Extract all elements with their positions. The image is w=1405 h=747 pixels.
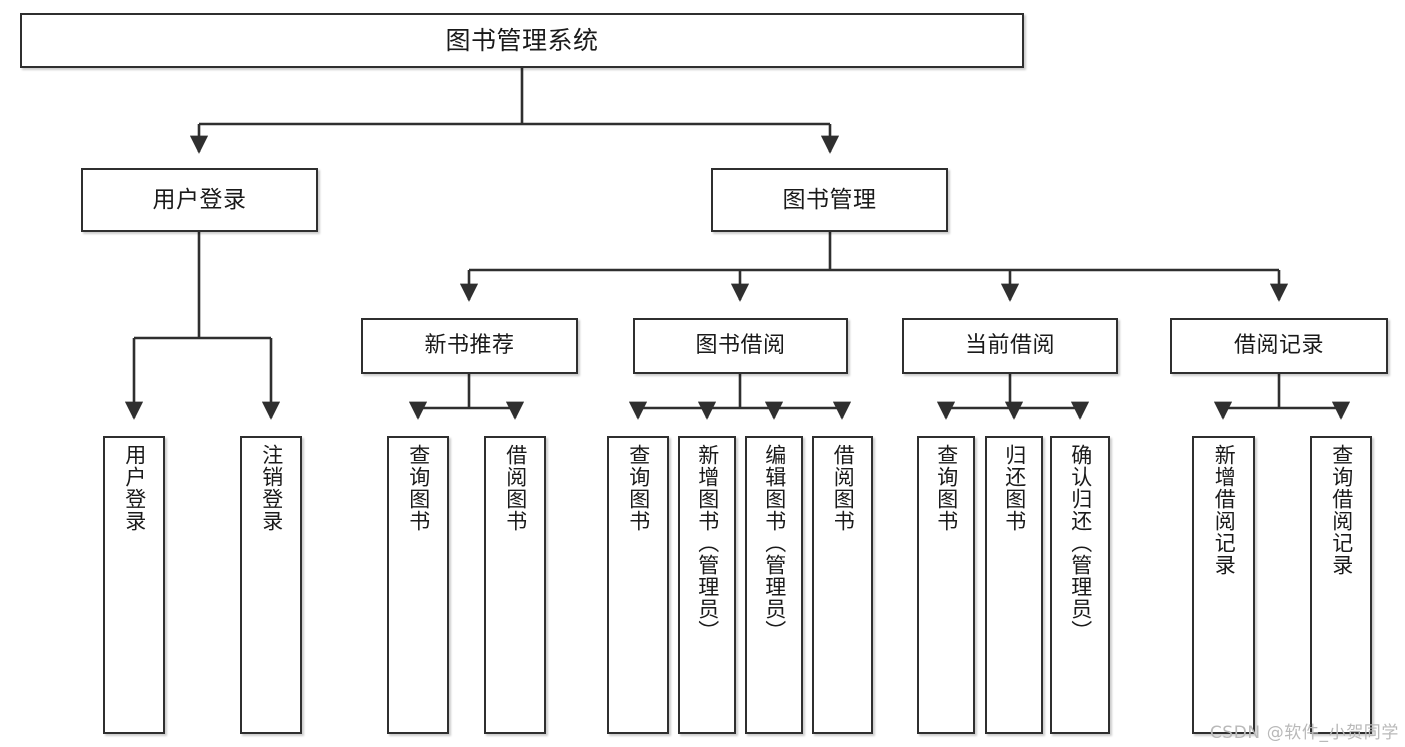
leaf-query-book-borrow-label: 查询图书	[626, 444, 651, 532]
node-new-book-recommend-label: 新书推荐	[424, 333, 515, 359]
connector-login-bus	[134, 232, 271, 418]
connector-borrow-bus	[638, 374, 842, 418]
leaf-confirm-return-admin[interactable]: 确认归还（管理员）	[1050, 436, 1110, 734]
leaf-borrow-book-newbook[interactable]: 借阅图书	[484, 436, 546, 734]
leaf-query-borrow-record[interactable]: 查询借阅记录	[1310, 436, 1372, 734]
leaf-user-logout-label: 注销登录	[259, 444, 284, 532]
node-book-borrow-label: 图书借阅	[695, 333, 786, 359]
node-book-management[interactable]: 图书管理	[711, 168, 948, 232]
leaf-borrow-book[interactable]: 借阅图书	[812, 436, 873, 734]
leaf-query-book-newbook-label: 查询图书	[406, 444, 431, 532]
node-borrow-records-label: 借阅记录	[1233, 333, 1324, 359]
node-current-borrow[interactable]: 当前借阅	[902, 318, 1118, 374]
node-current-borrow-label: 当前借阅	[964, 333, 1055, 359]
connector-records-bus	[1223, 374, 1341, 418]
node-user-login[interactable]: 用户登录	[81, 168, 318, 232]
watermark: CSDN @软件_小贺同学	[1209, 723, 1399, 743]
leaf-add-borrow-record-label: 新增借阅记录	[1212, 444, 1237, 576]
leaf-user-logout[interactable]: 注销登录	[240, 436, 302, 734]
leaf-add-book-admin[interactable]: 新增图书（管理员）	[678, 436, 736, 734]
leaf-borrow-book-label: 借阅图书	[831, 444, 856, 532]
leaf-edit-book-admin-label: 编辑图书（管理员）	[762, 444, 787, 642]
connector-current-bus	[946, 374, 1080, 418]
leaf-add-borrow-record[interactable]: 新增借阅记录	[1192, 436, 1255, 734]
leaf-query-book-current-label: 查询图书	[934, 444, 959, 532]
connector-newbook-bus	[418, 374, 515, 418]
leaf-return-book[interactable]: 归还图书	[985, 436, 1043, 734]
leaf-user-login[interactable]: 用户登录	[103, 436, 165, 734]
node-root[interactable]: 图书管理系统	[20, 13, 1024, 68]
connector-books-bus	[469, 232, 1279, 300]
leaf-query-borrow-record-label: 查询借阅记录	[1329, 444, 1354, 576]
node-borrow-records[interactable]: 借阅记录	[1170, 318, 1388, 374]
leaf-query-book-borrow[interactable]: 查询图书	[607, 436, 669, 734]
leaf-return-book-label: 归还图书	[1002, 444, 1027, 532]
node-root-label: 图书管理系统	[445, 25, 599, 55]
leaf-borrow-book-newbook-label: 借阅图书	[503, 444, 528, 532]
leaf-add-book-admin-label: 新增图书（管理员）	[695, 444, 720, 642]
leaf-user-login-label: 用户登录	[122, 444, 147, 532]
leaf-confirm-return-admin-label: 确认归还（管理员）	[1068, 444, 1093, 642]
leaf-edit-book-admin[interactable]: 编辑图书（管理员）	[745, 436, 803, 734]
connector-root-bus	[199, 68, 830, 152]
node-user-login-label: 用户登录	[152, 186, 247, 213]
leaf-query-book-current[interactable]: 查询图书	[917, 436, 975, 734]
node-book-borrow[interactable]: 图书借阅	[633, 318, 848, 374]
node-new-book-recommend[interactable]: 新书推荐	[361, 318, 578, 374]
leaf-query-book-newbook[interactable]: 查询图书	[387, 436, 449, 734]
node-book-management-label: 图书管理	[782, 186, 877, 213]
